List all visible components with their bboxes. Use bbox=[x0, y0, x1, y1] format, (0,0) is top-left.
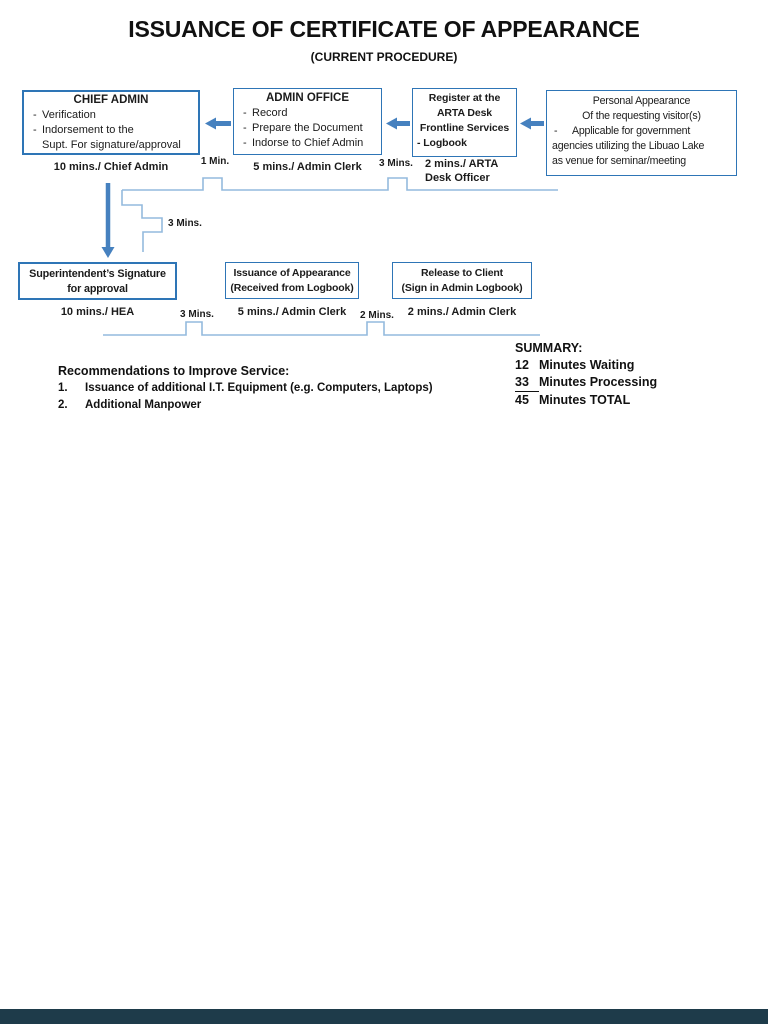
wait-label-2min-bottom: 2 Mins. bbox=[360, 310, 394, 321]
time-label-release: 2 mins./ Admin Clerk bbox=[407, 306, 517, 318]
box-line-text: Release to Client bbox=[420, 267, 504, 279]
page-subtitle: (CURRENT PROCEDURE) bbox=[310, 50, 458, 64]
list-number: 1. bbox=[58, 382, 68, 394]
summary-label: Minutes Processing bbox=[539, 375, 658, 389]
arrow-head bbox=[101, 247, 115, 258]
wait-label-3min-top: 3 Mins. bbox=[379, 158, 413, 169]
box-line: - Indorse to Chief Admin bbox=[234, 136, 381, 151]
bullet-dash: - bbox=[243, 137, 247, 149]
time-label-arta: 2 mins./ ARTA Desk Officer bbox=[425, 157, 498, 185]
summary-value: 33 bbox=[515, 374, 539, 392]
process-box-admin-office: ADMIN OFFICE - Record - Prepare the Docu… bbox=[233, 88, 382, 155]
bullet-dash: - bbox=[243, 107, 247, 119]
box-line-text: - Logbook bbox=[417, 137, 467, 149]
box-line: - Record bbox=[234, 106, 381, 121]
box-line-text: Applicable for government bbox=[572, 125, 691, 137]
time-label-arta-line2: Desk Officer bbox=[425, 172, 490, 184]
time-label-admin-office: 5 mins./ Admin Clerk bbox=[253, 161, 362, 173]
box-title: ADMIN OFFICE bbox=[265, 92, 350, 104]
arrow-head bbox=[386, 117, 397, 130]
summary-row-waiting: 12 Minutes Waiting bbox=[515, 357, 657, 374]
bullet-dash: - bbox=[33, 124, 37, 136]
bullet-dash: - bbox=[33, 109, 37, 121]
box-line-text: Record bbox=[252, 107, 288, 119]
recommendation-text: Issuance of additional I.T. Equipment (e… bbox=[85, 382, 433, 394]
wait-line-staircase bbox=[121, 190, 163, 252]
box-line-text: Superintendent’s Signature bbox=[29, 268, 166, 280]
box-line-text: Supt. For signature/approval bbox=[42, 139, 181, 151]
process-box-release: Release to Client (Sign in Admin Logbook… bbox=[392, 262, 532, 299]
time-label-issuance: 5 mins./ Admin Clerk bbox=[237, 306, 347, 318]
arrow-head bbox=[205, 117, 216, 130]
process-box-personal-appearance: Personal Appearance Of the requesting vi… bbox=[546, 90, 737, 176]
wait-label-3min-mid: 3 Mins. bbox=[168, 218, 202, 229]
time-label-arta-line1: 2 mins./ ARTA bbox=[425, 158, 499, 170]
recommendation-item: 2. Additional Manpower bbox=[58, 397, 433, 414]
wait-label-1min: 1 Min. bbox=[200, 156, 230, 167]
box-line-text: as venue for seminar/meeting bbox=[552, 155, 686, 167]
wait-label-3min-bottom: 3 Mins. bbox=[180, 309, 214, 320]
list-number: 2. bbox=[58, 399, 68, 411]
box-line-text: Of the requesting visitor(s) bbox=[582, 110, 701, 122]
flow-arrow-arta-to-admin-icon bbox=[386, 117, 410, 130]
process-box-superintendent: Superintendent’s Signature for approval bbox=[18, 262, 177, 300]
summary-value: 12 bbox=[515, 358, 529, 372]
box-line-text: Indorsement to the bbox=[42, 124, 134, 136]
recommendation-text: Additional Manpower bbox=[85, 399, 202, 411]
box-line-text: Indorse to Chief Admin bbox=[252, 137, 364, 149]
viewer-footer-bar bbox=[0, 1009, 768, 1024]
box-title: CHIEF ADMIN bbox=[73, 94, 149, 106]
flow-arrow-admin-to-chief-icon bbox=[205, 117, 231, 130]
box-line-text: Register at the bbox=[428, 92, 501, 104]
process-box-arta-desk: Register at the ARTA Desk Frontline Serv… bbox=[412, 88, 517, 157]
summary-label: Minutes TOTAL bbox=[539, 393, 631, 407]
box-line-text: Prepare the Document bbox=[252, 122, 363, 134]
box-line-text: Personal Appearance bbox=[592, 95, 691, 107]
summary-row-total: 45 Minutes TOTAL bbox=[515, 392, 657, 409]
box-line-text: (Received from Logbook) bbox=[230, 282, 354, 294]
box-line-text: (Sign in Admin Logbook) bbox=[401, 282, 523, 294]
summary-value: 45 bbox=[515, 393, 529, 407]
box-line: - Applicable for government bbox=[552, 124, 731, 139]
box-line-text: for approval bbox=[67, 283, 128, 295]
box-line-text: Issuance of Appearance bbox=[233, 267, 351, 279]
time-label-superintendent: 10 mins./ HEA bbox=[60, 306, 135, 318]
arrow-head bbox=[520, 117, 531, 130]
box-line-text: Frontline Services bbox=[419, 122, 510, 134]
box-line: - Verification bbox=[24, 108, 198, 123]
wait-line-top bbox=[122, 177, 558, 191]
page-title: ISSUANCE OF CERTIFICATE OF APPEARANCE bbox=[128, 16, 640, 42]
bullet-dash: - bbox=[243, 122, 247, 134]
wait-line-bottom bbox=[103, 321, 540, 336]
process-box-issuance: Issuance of Appearance (Received from Lo… bbox=[225, 262, 359, 299]
recommendation-item: 1. Issuance of additional I.T. Equipment… bbox=[58, 380, 433, 397]
box-line-text: ARTA Desk bbox=[436, 107, 493, 119]
flow-arrow-chief-to-superintendent-icon bbox=[101, 183, 115, 258]
box-line: - Prepare the Document bbox=[234, 121, 381, 136]
bullet-dash: - bbox=[554, 125, 558, 137]
recommendations-section: Recommendations to Improve Service: 1. I… bbox=[58, 362, 433, 414]
flow-arrow-appearance-to-arta-icon bbox=[520, 117, 544, 130]
summary-label: Minutes Waiting bbox=[539, 358, 635, 372]
recommendations-heading: Recommendations to Improve Service: bbox=[58, 364, 290, 378]
box-line: - Indorsement to the bbox=[24, 123, 198, 138]
process-box-chief-admin: CHIEF ADMIN - Verification - Indorsement… bbox=[22, 90, 200, 155]
summary-heading: SUMMARY: bbox=[515, 341, 583, 355]
box-line-text: agencies utilizing the Libuao Lake bbox=[552, 140, 705, 152]
time-label-chief-admin: 10 mins./ Chief Admin bbox=[53, 161, 169, 173]
flow-connectors bbox=[101, 117, 558, 336]
box-line-text: Verification bbox=[42, 109, 96, 121]
